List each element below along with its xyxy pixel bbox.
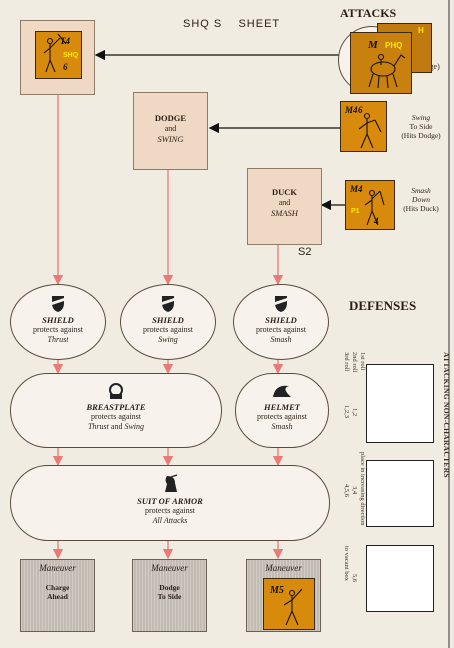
smash-note-line1: Smash — [411, 186, 431, 195]
non-characters-title: ATTACKING NON-CHARACTERS — [442, 352, 451, 478]
helmet-icon — [236, 382, 328, 402]
s2-label: S2 — [298, 246, 312, 258]
dodge-swing-line1: DODGE — [154, 113, 187, 123]
counter-m-phq[interactable]: M PHQ — [350, 32, 412, 94]
breastplate-oval: BREASTPLATE protects against Thrust and … — [10, 373, 222, 448]
counter-m4-swing-rank: M4 — [345, 105, 358, 115]
suit-of-armor-line: protects against — [145, 506, 195, 516]
breastplate-title: BREASTPLATE — [86, 402, 146, 412]
shield-thrust-line: protects against — [33, 325, 83, 335]
row2-note: place in increasing direction — [359, 452, 366, 526]
maneuver-box-dodge[interactable]: Maneuver Dodge To Side — [132, 559, 207, 632]
suit-of-armor-title: SUIT OF ARMOR — [137, 496, 203, 506]
helmet-target: Smash — [271, 421, 293, 431]
roll-label-3rd: 3rd roll — [343, 352, 350, 372]
row3-range: 5,6 — [351, 574, 358, 583]
defenses-title: DEFENSES — [349, 298, 417, 313]
shield-icon — [234, 295, 328, 315]
breastplate-line: protects against — [91, 412, 141, 422]
maneuver-title: Maneuver — [151, 563, 188, 573]
breastplate-target1: Thrust — [87, 421, 109, 431]
roll-label-2nd: 2nd roll — [351, 352, 358, 373]
helmet-line: protects against — [257, 412, 307, 422]
maneuver-charge-sub1: Charge — [45, 583, 70, 592]
shield-swing-line: protects against — [143, 325, 193, 335]
counter-m4-smash[interactable]: M4 P1 4 — [345, 180, 395, 230]
counter-m5-rank: M5 — [270, 585, 284, 596]
counter-m4-swing[interactable]: M4 6 — [340, 101, 387, 152]
duck-smash-box: DUCK and SMASH — [247, 168, 322, 245]
shield-thrust-title: SHIELD — [42, 315, 74, 325]
shield-smash-target: Smash — [270, 334, 292, 344]
maneuver-title: Maneuver — [265, 563, 302, 573]
counter-t4-tag: SHQ — [63, 52, 79, 59]
helmet-oval: HELMET protects against Smash — [235, 373, 329, 448]
row1-range: 1,2 — [351, 408, 358, 417]
swing-note-line2: To Side — [409, 122, 433, 131]
shield-smash-oval: SHIELD protects against Smash — [233, 284, 329, 360]
swing-note-line1: Swing — [411, 113, 431, 122]
shield-smash-title: SHIELD — [265, 315, 297, 325]
maneuver-dodge-sub2: To Side — [157, 592, 182, 602]
non-character-box-1[interactable] — [366, 364, 434, 443]
counter-m4-swing-value: 6 — [358, 105, 363, 115]
dodge-swing-line2: and — [164, 123, 177, 133]
sheet-title: SHQ S SHEET — [183, 18, 281, 30]
breastplate-and: and — [110, 421, 123, 431]
row3-note: to vacant box — [343, 546, 350, 582]
counter-m5[interactable]: M5 — [263, 578, 315, 630]
axeman-icon — [364, 189, 385, 226]
smash-note-line3: (Hits Duck) — [403, 204, 439, 213]
shield-swing-target: Swing — [158, 334, 178, 344]
counter-t4-rank: T4 — [60, 36, 70, 46]
shield-thrust-oval: SHIELD protects against Thrust — [10, 284, 106, 360]
duck-smash-line2: and — [278, 197, 291, 207]
shield-thrust-target: Thrust — [47, 334, 69, 344]
spearman-icon — [283, 588, 303, 626]
maneuver-dodge-sub1: Dodge — [159, 583, 180, 592]
counter-m4-smash-tag: P1 — [351, 208, 360, 215]
non-character-box-3[interactable] — [366, 545, 434, 612]
smash-note-line2: Down — [412, 195, 430, 204]
maneuver-charge-sub2: Ahead — [47, 592, 68, 602]
shield-swing-oval: SHIELD protects against Swing — [120, 284, 216, 360]
row2-range: 3,4 — [351, 486, 358, 495]
row2-range2: 4,5,6 — [343, 484, 350, 497]
row1-range2: 1,2,3 — [343, 405, 350, 418]
shield-smash-line: protects against — [256, 325, 306, 335]
armor-icon — [11, 474, 329, 496]
charge-note-fragment: rge) — [427, 62, 440, 71]
shield-swing-title: SHIELD — [152, 315, 184, 325]
suit-of-armor-target: All Attacks — [152, 515, 188, 525]
attacks-title: ATTACKS — [340, 6, 397, 20]
counter-m-rank: M — [368, 39, 378, 51]
roll-label-1st: 1st roll — [359, 352, 366, 371]
counter-m-back-tag: H — [418, 26, 424, 35]
swing-note: Swing To Side (Hits Dodge) — [392, 113, 450, 140]
breastplate-target2: Swing — [124, 421, 145, 431]
non-character-box-2[interactable] — [366, 460, 434, 527]
knight-icon — [43, 33, 67, 73]
helmet-title: HELMET — [264, 402, 300, 412]
breastplate-icon — [11, 382, 221, 402]
maneuver-title: Maneuver — [39, 563, 76, 573]
counter-m-tag: PHQ — [385, 41, 403, 50]
horse-icon — [368, 53, 406, 89]
counter-t4-value: 6 — [63, 62, 68, 72]
counter-t4[interactable]: T4 SHQ 6 — [35, 31, 82, 79]
shield-icon — [11, 295, 105, 315]
shield-icon — [121, 295, 215, 315]
counter-m4-smash-rank: M4 — [350, 184, 363, 194]
swordsman-icon — [358, 112, 382, 149]
dodge-swing-line3: SWING — [157, 133, 184, 144]
swing-note-line3: (Hits Dodge) — [401, 131, 441, 140]
dodge-swing-box: DODGE and SWING — [133, 92, 208, 170]
smash-note: Smash Down (Hits Duck) — [396, 186, 446, 213]
duck-smash-line3: SMASH — [271, 207, 298, 218]
duck-smash-line1: DUCK — [271, 187, 298, 197]
suit-of-armor-oval: SUIT OF ARMOR protects against All Attac… — [10, 465, 330, 541]
maneuver-box-charge[interactable]: Maneuver Charge Ahead — [20, 559, 95, 632]
